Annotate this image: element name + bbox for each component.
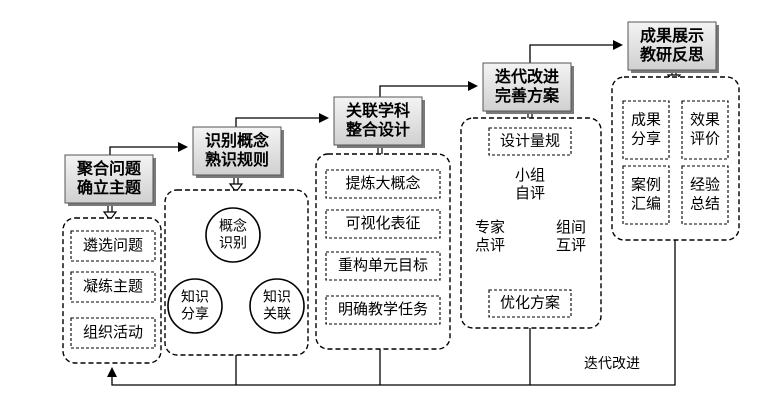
stage-5-item-4 — [681, 165, 729, 225]
stage-2-node-relate — [249, 278, 305, 334]
stage-5-item-3-label: 汇编 — [631, 195, 661, 213]
stage-4-node-self: 小组 — [515, 166, 545, 184]
stage-3-title-text: 整合设计 — [345, 120, 410, 139]
stage-1-arrow-in — [102, 205, 118, 221]
stage-4-panel — [460, 117, 602, 329]
stage-2-node-concept-label: 概念 — [219, 218, 247, 235]
stage-1-step-1-label: 遴选问题 — [83, 236, 143, 254]
connector-4-5 — [529, 40, 623, 63]
stage-1-step-2-label: 凝练主题 — [83, 277, 143, 295]
stage-5-item-2-label: 评价 — [690, 130, 720, 148]
stage-3-step-2 — [325, 209, 441, 239]
stage-5-item-3-label: 案例 — [631, 176, 661, 194]
connector-3-4 — [379, 81, 478, 97]
stage-2-title-text: 识别概念 — [205, 131, 270, 150]
stage-1-step-1 — [70, 230, 156, 262]
stage-4-title — [482, 62, 572, 112]
stage-4-title-text: 完善方案 — [495, 86, 560, 105]
stage-5-item-3 — [622, 165, 670, 225]
stage-1-step-2 — [70, 271, 156, 303]
feedback-label: 迭代改进 — [584, 356, 640, 372]
stage-2-node-share-label: 知识 — [181, 289, 209, 306]
stage-4-node-peer: 组间 — [556, 218, 586, 236]
stage-4-node-expert: 专家 — [475, 218, 505, 236]
feedback-loop-line — [107, 240, 676, 386]
stage-4-bottom — [488, 289, 572, 318]
stage-2-node-concept — [205, 207, 261, 263]
stage-5-item-2-label: 效果 — [690, 111, 720, 129]
stage-3-step-2-label: 可视化表征 — [345, 214, 420, 232]
stage-2-node-relate-label: 知识 — [263, 289, 291, 306]
stage-4-node-peer: 互评 — [556, 236, 586, 254]
stage-3-step-1-label: 提炼大概念 — [345, 174, 420, 192]
stage-3-title — [333, 96, 423, 146]
stage-4-top-label: 设计量规 — [500, 132, 560, 150]
stage-2-node-relate-label: 关联 — [263, 307, 291, 323]
stage-3-step-4 — [325, 295, 441, 325]
stage-2-arrow-in — [228, 177, 244, 193]
stage-3-step-3 — [325, 251, 441, 281]
stage-3-title-text: 关联学科 — [346, 101, 410, 120]
stage-1-title-text: 确立主题 — [77, 178, 142, 197]
connector-1-2 — [109, 142, 188, 155]
stage-3-step-1 — [325, 169, 441, 199]
stage-3-step-3-label: 重构单元目标 — [338, 256, 428, 274]
stage-5-item-1-label: 成果 — [631, 111, 661, 129]
stage-5-item-4-label: 总结 — [690, 195, 720, 213]
stage-4-title-text: 迭代改进 — [495, 67, 559, 86]
stage-4-bottom-label: 优化方案 — [500, 294, 560, 312]
stage-5-title — [627, 21, 717, 71]
stage-1-title — [64, 154, 154, 204]
stage-1-title-text: 聚合问题 — [76, 159, 142, 178]
stage-5-item-1 — [622, 100, 670, 160]
stage-4-top — [488, 127, 572, 156]
stage-1-step-3-label: 组织活动 — [83, 323, 143, 341]
stage-2-node-concept-label: 识别 — [219, 236, 247, 252]
stage-2-title-text: 熟识规则 — [205, 150, 269, 169]
stage-5-item-2 — [681, 100, 729, 160]
stage-3-step-4-label: 明确教学任务 — [338, 300, 428, 318]
stage-2-node-share-label: 分享 — [181, 306, 209, 323]
stage-4-node-expert: 点评 — [475, 236, 505, 254]
connector-2-3 — [235, 113, 329, 127]
stage-5-title-text: 成果展示 — [640, 26, 704, 45]
stage-5-item-4-label: 经验 — [690, 176, 720, 194]
stage-2-title — [192, 126, 282, 176]
stage-4-node-self: 自评 — [515, 184, 545, 202]
stage-1-step-3 — [70, 317, 156, 349]
stage-5-title-text: 教研反思 — [640, 45, 704, 64]
stage-5-item-1-label: 分享 — [631, 130, 661, 148]
stage-2-node-share — [167, 278, 223, 334]
